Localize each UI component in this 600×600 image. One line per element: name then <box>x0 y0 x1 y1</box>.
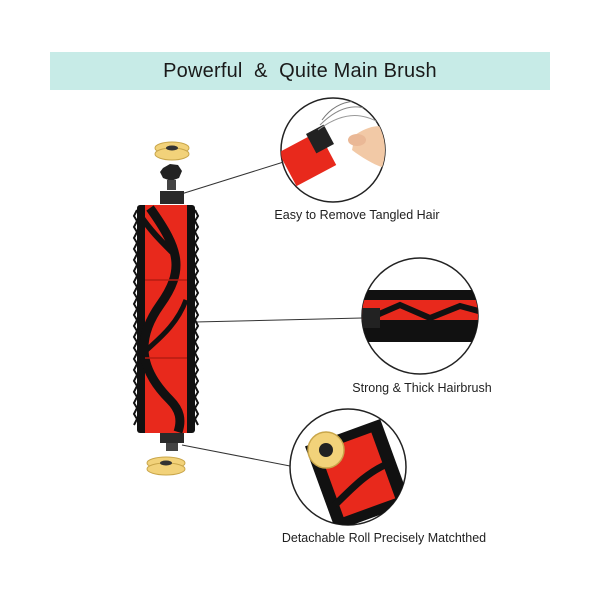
gear-end <box>160 164 184 204</box>
banner-title: Powerful & Quite Main Brush <box>163 59 437 82</box>
feature-caption-hairbrush: Strong & Thick Hairbrush <box>352 381 492 395</box>
detail-circle-bristles <box>361 257 479 375</box>
connector-line-top <box>177 159 291 196</box>
connector-line-middle <box>194 317 363 323</box>
feature-caption-detachable: Detachable Roll Precisely Matchthed <box>281 531 487 545</box>
connector-lines <box>177 159 363 467</box>
top-cap <box>154 141 190 161</box>
detail-circle-detachable-end <box>289 408 407 526</box>
feature-caption-hair-removal: Easy to Remove Tangled Hair <box>274 208 440 222</box>
bottom-cap <box>146 456 186 476</box>
main-brush <box>132 205 200 451</box>
title-banner: Powerful & Quite Main Brush <box>50 52 550 90</box>
connector-line-bottom <box>181 444 291 467</box>
detail-circle-hair-removal <box>280 97 386 203</box>
